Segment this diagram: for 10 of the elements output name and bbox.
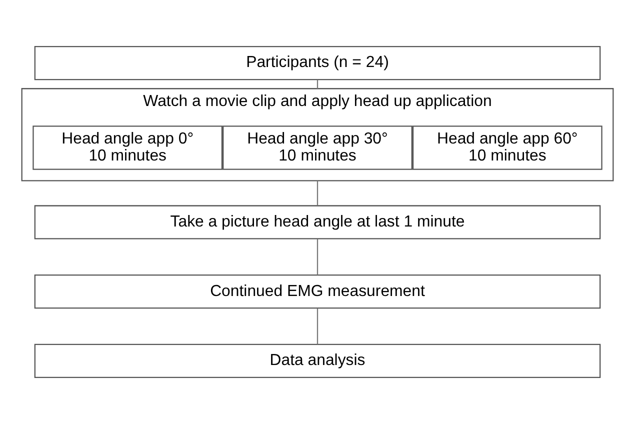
node-box: Head angle app 0° 10 minutes	[32, 126, 223, 170]
node-box: Head angle app 30° 10 minutes	[222, 126, 412, 170]
connector	[316, 238, 318, 275]
node-box: Data analysis	[34, 344, 601, 378]
node-box: Head angle app 60° 10 minutes	[412, 126, 602, 170]
node-box: Continued EMG measurement	[34, 274, 601, 309]
node-box: Take a picture head angle at last 1 minute	[34, 205, 601, 240]
node-box: Participants (n = 24)	[34, 46, 601, 80]
connector	[316, 180, 318, 206]
connector	[316, 308, 318, 344]
